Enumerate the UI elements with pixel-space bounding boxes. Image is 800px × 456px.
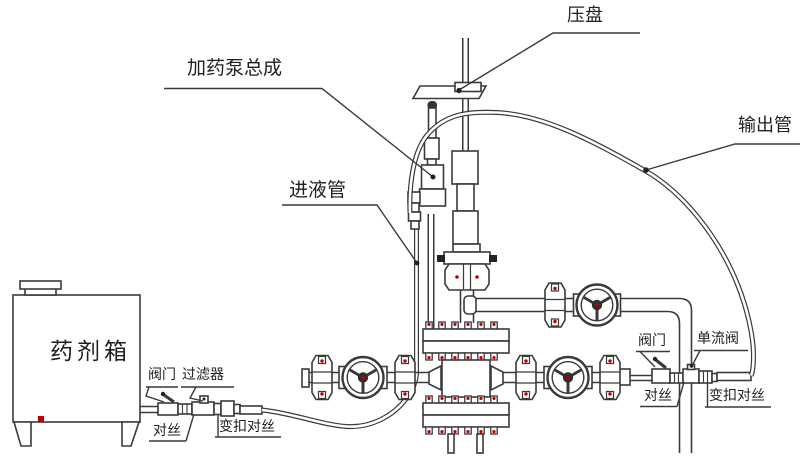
filter-body	[191, 401, 215, 416]
leader-output-pipe	[645, 143, 800, 171]
label-pressure-plate: 压盘	[567, 5, 603, 26]
chemical-tank	[12, 280, 141, 447]
wing-left	[437, 255, 445, 262]
stuffing-box-stack	[437, 150, 497, 323]
reducing-nipple-fitting	[220, 400, 235, 417]
label-inlet-pipe: 进液管	[289, 179, 347, 201]
pressure-plate	[411, 81, 488, 100]
line-valve-lever	[655, 358, 667, 370]
tree-body	[441, 359, 491, 398]
handwheel-right	[546, 355, 590, 400]
nipple-fitting-right	[669, 372, 684, 384]
leader-tank-valve	[145, 386, 178, 403]
casing-right	[476, 433, 484, 454]
nipple-fitting	[177, 403, 193, 415]
winged-bar	[443, 251, 491, 265]
label-chemical-tank: 药剂箱	[50, 339, 131, 365]
tank-drain-valve	[38, 416, 44, 422]
tank-valve-lever	[163, 393, 175, 404]
callout-leaders	[145, 32, 800, 442]
plate-collar	[454, 81, 482, 93]
tank-filler-cap	[19, 280, 62, 290]
label-tank-reducing-nipple: 变扣对丝	[219, 419, 275, 435]
casing-left	[447, 433, 455, 454]
leader-line-valve	[636, 350, 670, 368]
label-tank-nipple: 对丝	[153, 423, 181, 439]
line-ball-valve	[651, 368, 671, 384]
tank-leg-left	[12, 421, 32, 447]
reducing-nipple-right	[698, 370, 713, 384]
tank-ball-valve	[157, 402, 179, 416]
hose-end-fitting	[239, 405, 263, 415]
leader-check-valve	[691, 349, 748, 367]
leader-pressure-plate	[458, 32, 640, 91]
tank-outlet-line	[140, 391, 263, 417]
leader-inlet-pipe	[282, 204, 418, 264]
dosing-pump	[407, 101, 447, 230]
upper-branch-pipe	[463, 295, 693, 453]
label-line-reducing-nipple: 变扣对丝	[709, 388, 765, 404]
handwheel-left	[341, 355, 385, 400]
wing-right	[489, 255, 497, 262]
label-line-valve: 阀门	[638, 333, 666, 349]
gate-valves	[338, 283, 622, 400]
check-valve-body	[682, 368, 700, 384]
handwheel-upper	[575, 283, 619, 327]
label-check-valve: 单流阀	[697, 331, 739, 347]
label-line-nipple: 对丝	[644, 388, 672, 404]
label-tank-valve: 阀门	[148, 367, 176, 383]
hose-end-fitting-right	[716, 371, 752, 382]
leader-line-nipple	[640, 381, 685, 408]
leader-tank-reducing-nipple	[215, 414, 281, 438]
suction-hose	[261, 214, 419, 430]
leader-pump-assembly	[164, 87, 434, 178]
tank-leg-right	[121, 421, 141, 447]
injection-tie-in	[651, 356, 752, 384]
label-output-pipe: 输出管	[738, 115, 792, 136]
rod-clamp	[444, 263, 490, 291]
label-pump-assembly: 加药泵总成	[187, 57, 283, 79]
blind-end	[301, 368, 310, 388]
wellhead-christmas-tree	[422, 321, 510, 454]
leader-filter	[181, 386, 234, 402]
leader-tank-nipple	[149, 413, 195, 442]
label-filter: 过滤器	[182, 367, 224, 383]
leader-line-reducing-nipple	[705, 383, 771, 408]
